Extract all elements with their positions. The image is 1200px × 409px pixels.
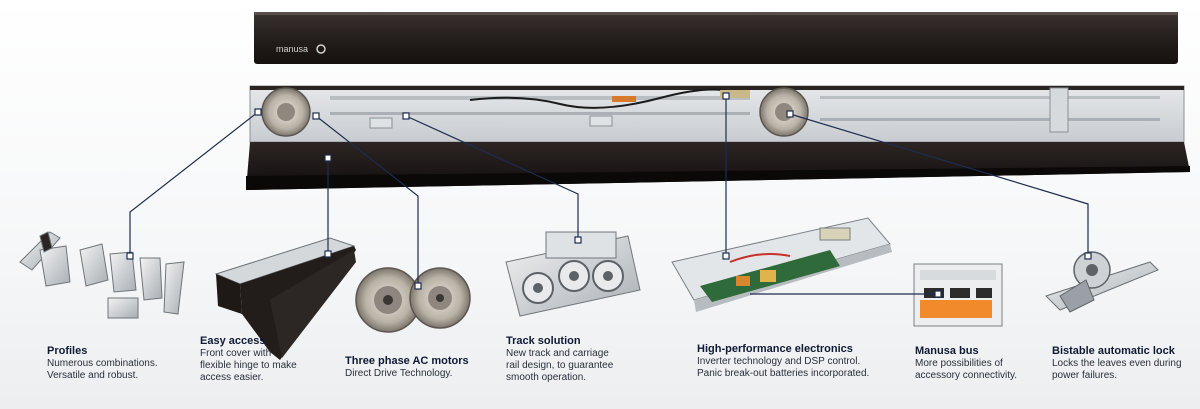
caption-motors: Three phase AC motors Direct Drive Techn…	[345, 354, 469, 380]
caption-title: Profiles	[47, 345, 88, 357]
caption-easy-access: Easy access Front cover with flexible hi…	[200, 334, 297, 384]
caption-title: High-performance electronics	[697, 343, 853, 355]
electronics-illustration	[671, 217, 892, 312]
caption-electronics: High-performance electronics Inverter te…	[697, 342, 869, 380]
caption-title: Track solution	[506, 335, 581, 347]
caption-desc: More possibilities of accessory connecti…	[915, 358, 1018, 381]
caption-title: Easy access	[200, 335, 266, 347]
caption-title: Three phase AC motors	[345, 355, 469, 367]
track-illustration	[505, 231, 641, 317]
easy-access-illustration	[214, 237, 356, 360]
leader-lock	[789, 113, 1089, 256]
caption-title: Bistable automatic lock	[1052, 345, 1175, 357]
caption-desc: Numerous combinations. Versatile and rob…	[47, 358, 158, 381]
caption-title: Manusa bus	[915, 345, 979, 357]
caption-bus: Manusa bus More possibilities of accesso…	[915, 344, 1017, 382]
brand-logo: manusa	[276, 44, 308, 54]
caption-profiles: Profiles Numerous combinations. Versatil…	[47, 344, 158, 382]
caption-desc: Locks the leaves even during power failu…	[1052, 358, 1182, 381]
brand-mark-icon	[316, 44, 326, 54]
profiles-illustration	[19, 231, 185, 319]
caption-track: Track solution New track and carriage ra…	[506, 334, 613, 384]
leader-markers	[126, 92, 1092, 298]
leader-profiles	[129, 111, 259, 256]
caption-desc: Front cover with flexible hinge to make …	[200, 348, 297, 383]
caption-desc: Direct Drive Technology.	[345, 368, 453, 379]
housing-top: manusa	[254, 12, 1178, 64]
leader-motors	[315, 115, 419, 286]
front-cover	[246, 142, 1190, 190]
caption-lock: Bistable automatic lock Locks the leaves…	[1052, 344, 1182, 382]
bus-illustration	[913, 263, 1003, 327]
caption-desc: New track and carriage rail design, to g…	[506, 348, 614, 383]
lock-illustration	[1045, 251, 1159, 313]
operator-body	[249, 85, 1185, 143]
leader-track	[405, 115, 579, 240]
caption-desc: Inverter technology and DSP control. Pan…	[697, 356, 870, 379]
motors-illustration	[355, 267, 471, 333]
leader-lines	[129, 96, 1089, 295]
